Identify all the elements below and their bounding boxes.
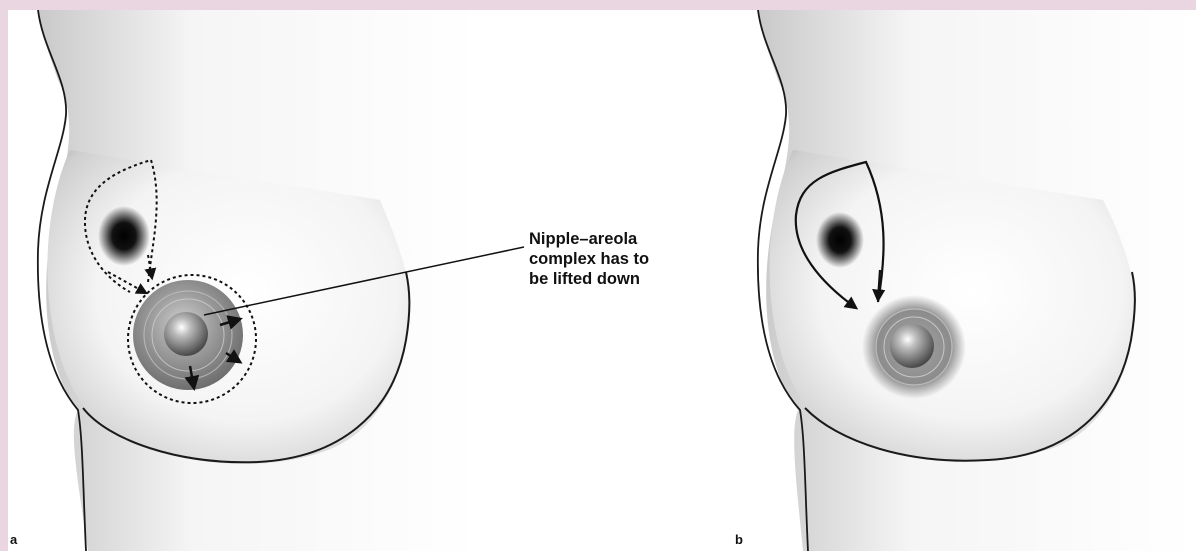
panel-label-a: a	[10, 532, 17, 547]
panel-b	[758, 10, 1196, 551]
breast-b	[770, 150, 1136, 461]
lesion-a	[98, 206, 150, 266]
figure: Nipple–areola complex has to be lifted d…	[8, 10, 1196, 551]
callout-line-1: Nipple–areola	[529, 229, 699, 249]
nipple-b	[890, 324, 934, 368]
callout-line-3: be lifted down	[529, 269, 699, 289]
panel-a	[38, 10, 524, 551]
panel-label-b: b	[735, 532, 743, 547]
lesion-b	[816, 212, 864, 268]
nipple-a	[164, 312, 208, 356]
callout-text: Nipple–areola complex has to be lifted d…	[529, 229, 699, 289]
callout-line-2: complex has to	[529, 249, 699, 269]
